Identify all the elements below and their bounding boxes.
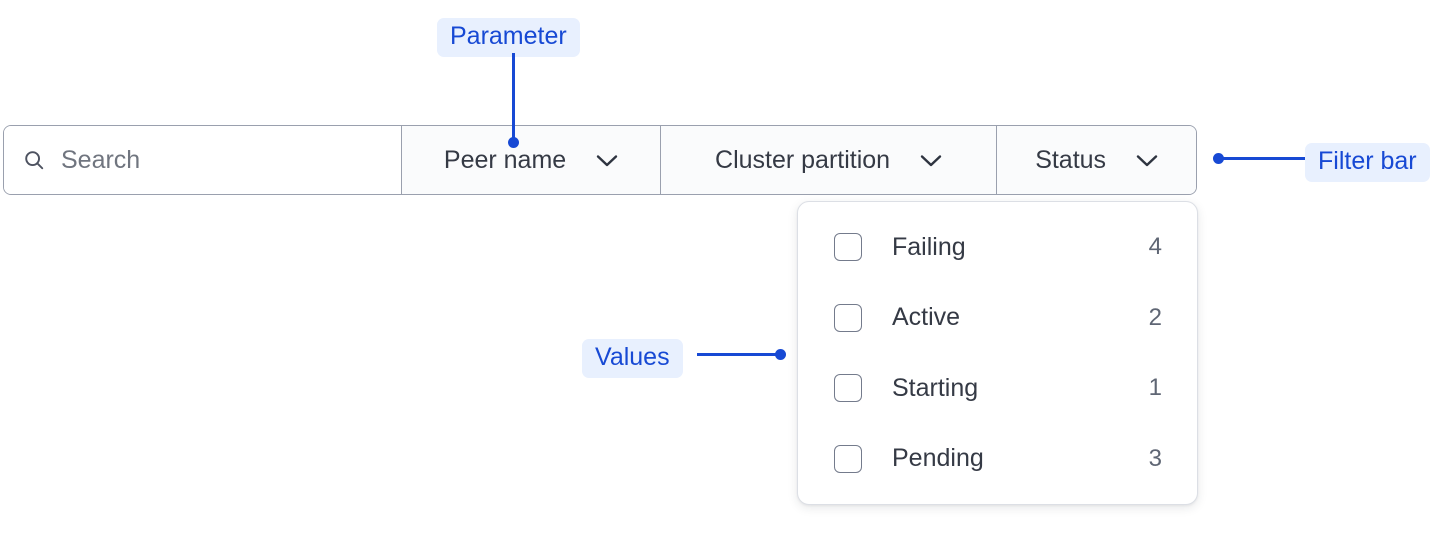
annotation-values-leader-line (697, 353, 781, 356)
search-field[interactable] (4, 126, 403, 194)
annotation-filter-bar: Filter bar (1305, 143, 1430, 182)
search-icon (25, 151, 44, 170)
filter-bar: Peer name Cluster partition Status (3, 125, 1197, 195)
checkbox-starting[interactable] (834, 374, 862, 403)
chevron-down-icon (596, 154, 618, 166)
annotation-parameter-leader-line (512, 53, 515, 142)
list-item-label: Active (892, 303, 961, 332)
list-item-count: 4 (1148, 233, 1162, 260)
filter-cluster-partition[interactable]: Cluster partition (660, 126, 998, 194)
annotation-values-anchor-dot (775, 349, 786, 360)
list-item-count: 2 (1148, 303, 1162, 331)
list-item[interactable]: Starting 1 (798, 365, 1197, 411)
annotation-filter-bar-leader-line (1223, 157, 1305, 160)
list-item[interactable]: Pending 3 (798, 436, 1197, 482)
list-item-label: Pending (892, 444, 984, 473)
annotation-parameter: Parameter (437, 18, 580, 57)
list-item[interactable]: Failing 4 (798, 224, 1197, 270)
checkbox-pending[interactable] (834, 444, 862, 473)
list-item-count: 1 (1148, 374, 1162, 402)
list-item-label: Starting (892, 373, 979, 402)
filter-peer-name-label: Peer name (443, 145, 567, 174)
annotation-filter-bar-anchor-dot (1213, 153, 1224, 164)
checkbox-failing[interactable] (834, 233, 862, 261)
chevron-down-icon (1136, 154, 1158, 166)
list-item[interactable]: Active 2 (798, 295, 1197, 341)
annotation-values: Values (582, 339, 683, 378)
list-item-label: Failing (892, 232, 966, 261)
list-item-count: 3 (1148, 444, 1162, 472)
filter-peer-name[interactable]: Peer name (402, 126, 661, 194)
checkbox-active[interactable] (834, 303, 862, 332)
filter-status[interactable]: Status (997, 126, 1196, 194)
status-values-dropdown: Failing 4 Active 2 Starting 1 Pending 3 (797, 201, 1198, 505)
chevron-down-icon (920, 154, 942, 166)
filter-cluster-partition-label: Cluster partition (715, 145, 891, 174)
search-input[interactable] (61, 145, 381, 175)
filter-status-label: Status (1035, 145, 1107, 174)
annotation-parameter-anchor-dot (508, 137, 519, 148)
